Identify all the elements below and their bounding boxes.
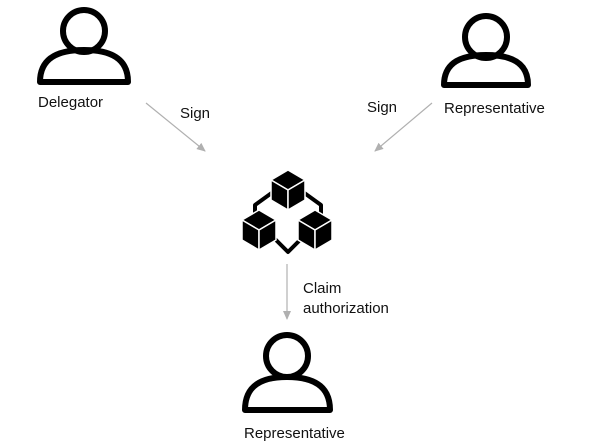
claim-label-line1: Claim	[303, 280, 342, 297]
claim-authorization-label: Claim authorization	[303, 279, 389, 319]
arrow-representative-to-chain	[374, 102, 433, 152]
arrow-delegator-to-chain	[145, 102, 206, 152]
representative-top-label: Representative	[444, 100, 545, 117]
sign-left-label: Sign	[180, 105, 211, 122]
representative-bottom-label: Representative	[244, 425, 345, 442]
representative-bottom-person-icon	[242, 332, 333, 413]
delegator-label: Delegator	[38, 94, 104, 111]
blockchain-cubes-icon	[241, 169, 333, 254]
representative-top-person-icon	[441, 13, 531, 88]
sign-right-label: Sign	[367, 99, 398, 116]
claim-label-line2: authorization	[303, 300, 389, 317]
delegator-person-icon	[37, 7, 131, 85]
